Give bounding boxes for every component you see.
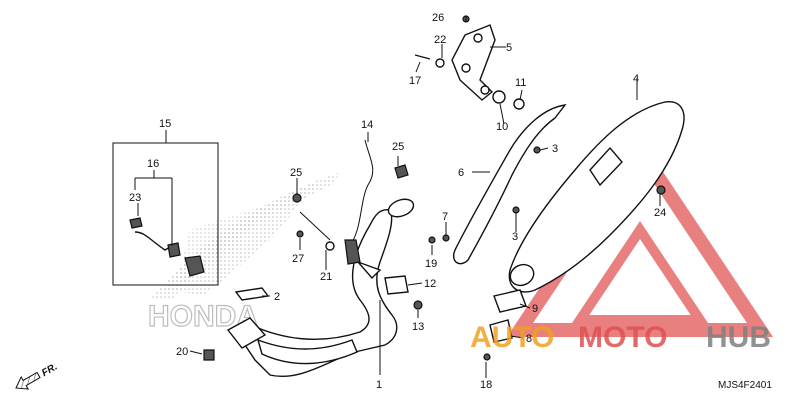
callout-20: 20 <box>176 346 188 358</box>
callout-3-upper: 3 <box>552 143 558 155</box>
callout-27: 27 <box>292 253 304 265</box>
o2-sensor-box <box>112 142 219 286</box>
callout-13: 13 <box>412 321 424 333</box>
watermark-auto-text: AUTO <box>470 321 554 354</box>
watermark-moto-text: MOTO <box>578 321 667 354</box>
callout-22: 22 <box>434 34 446 46</box>
front-direction-arrow: FR. <box>15 361 59 390</box>
callout-1: 1 <box>376 379 382 391</box>
callout-23: 23 <box>129 192 141 204</box>
heat-shield-part <box>453 104 567 265</box>
sensor-wire-part <box>344 139 382 280</box>
callout-4: 4 <box>633 73 639 85</box>
callout-9: 9 <box>532 303 538 315</box>
callout-26: 26 <box>432 12 444 24</box>
callout-12: 12 <box>424 278 436 290</box>
callout-15: 15 <box>159 118 171 130</box>
automotohub-watermark: AUTO MOTO HUB <box>470 321 771 354</box>
watermark-hub-text: HUB <box>706 321 771 354</box>
callout-25-left: 25 <box>290 167 302 179</box>
callout-5: 5 <box>506 42 512 54</box>
gasket-part <box>234 287 270 301</box>
front-direction-label: FR. <box>40 361 59 379</box>
callout-18: 18 <box>480 379 492 391</box>
callout-3-lower: 3 <box>512 231 518 243</box>
exhaust-pipe-part <box>226 198 415 377</box>
callout-8: 8 <box>526 333 532 345</box>
callout-numbers: 1 2 3 3 4 5 6 7 8 9 10 11 12 13 14 15 16… <box>129 12 666 391</box>
callout-16: 16 <box>147 158 159 170</box>
bracket-part <box>451 24 496 101</box>
callout-2: 2 <box>274 291 280 303</box>
figure-code: MJS4F2401 <box>718 380 772 391</box>
callout-19: 19 <box>425 258 437 270</box>
callout-24: 24 <box>654 207 666 219</box>
leader-lines <box>134 16 661 378</box>
callout-14: 14 <box>361 119 373 131</box>
muffler-part <box>508 101 685 293</box>
callout-11: 11 <box>515 77 526 89</box>
callout-25-right: 25 <box>392 141 404 153</box>
callout-10: 10 <box>496 121 508 133</box>
o2-sensor-part <box>129 217 205 277</box>
callout-6: 6 <box>458 167 464 179</box>
callout-17: 17 <box>409 75 421 87</box>
callout-7: 7 <box>442 211 448 223</box>
callout-21: 21 <box>320 271 332 283</box>
